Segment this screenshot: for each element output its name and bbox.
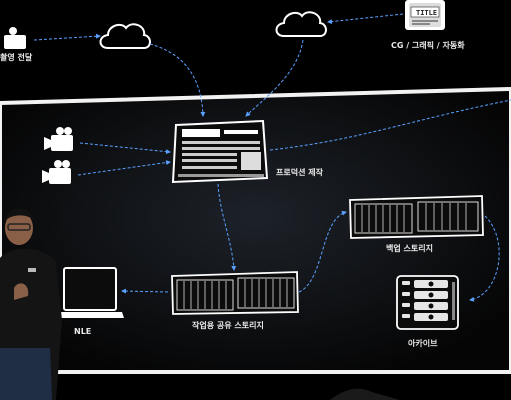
- production-label: 프로덕션 제작: [276, 168, 323, 177]
- presenter-figure: [0, 208, 62, 400]
- title-card-icon: [405, 0, 445, 30]
- backup-storage-label: 백업 스토리지: [386, 244, 433, 253]
- line-camera1-to-switcher: [79, 142, 171, 155]
- line-cloud-to-switcher: [149, 43, 206, 117]
- camera-icon-top: [4, 27, 26, 49]
- line-backup-to-archive: [469, 215, 500, 302]
- laptop-icon: [56, 267, 124, 318]
- camera-label: 촬영 전달: [0, 53, 33, 62]
- backup-storage-icon: [349, 195, 484, 239]
- production-switcher-icon: [171, 119, 269, 184]
- line-shared-to-backup: [298, 210, 347, 293]
- shared-storage-label: 작업용 공유 스토리지: [192, 321, 264, 330]
- camera-icon-1: [44, 127, 73, 151]
- title-card-text: TITLE: [416, 9, 437, 17]
- line-switcher-to-right: [269, 99, 511, 151]
- cg-label: CG / 그래픽 / 자동화: [391, 41, 465, 50]
- camera-icon-2: [42, 160, 71, 184]
- archive-icon: [396, 275, 459, 330]
- line-camera2-to-switcher: [77, 160, 171, 176]
- archive-label: 아카이브: [408, 339, 438, 348]
- audience-silhouette: [330, 388, 400, 400]
- nle-label: NLE: [74, 327, 92, 336]
- line-titlecard-to-cloud: [327, 13, 404, 25]
- line-cloud-to-switcher-right: [245, 39, 304, 117]
- line-camera-to-cloud: [33, 33, 101, 41]
- cloud-icon-right: [275, 11, 327, 37]
- diagram-panel: [0, 86, 511, 376]
- line-shared-to-nle: [121, 288, 169, 294]
- shared-storage-icon: [171, 271, 299, 315]
- cloud-icon-left: [99, 23, 151, 49]
